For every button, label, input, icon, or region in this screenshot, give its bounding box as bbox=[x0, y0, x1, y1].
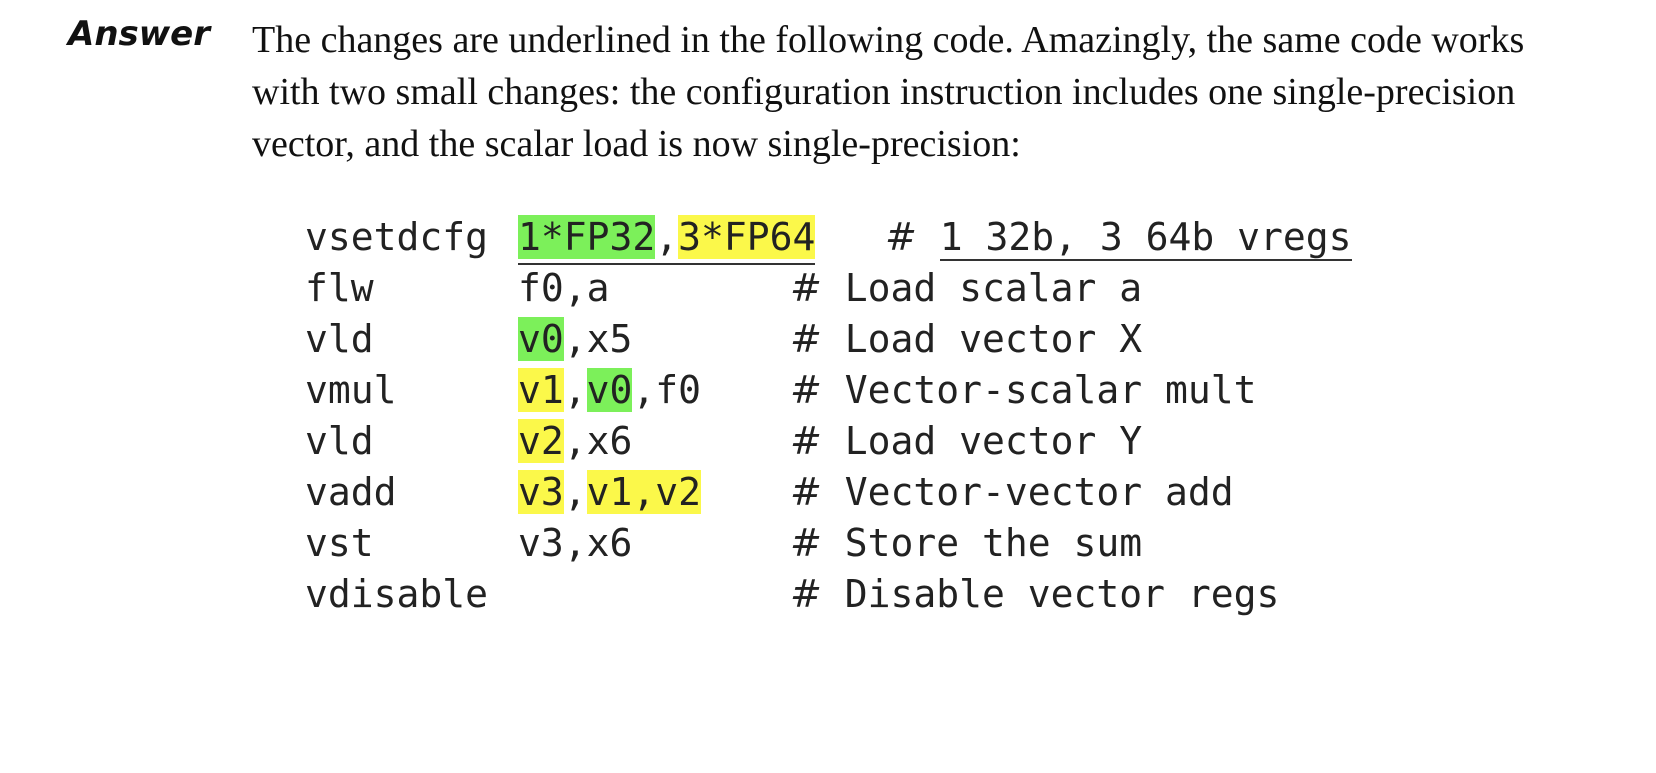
code-line: vsetdcfg 1*FP32,3*FP64 # 1 32b, 3 64b vr… bbox=[305, 212, 1352, 265]
code-arg-highlight: v2 bbox=[518, 419, 564, 463]
code-line: flw f0,a # Load scalar a bbox=[305, 263, 1142, 314]
comment-text: Vector-vector add bbox=[844, 470, 1234, 514]
code-args: v0,x5 bbox=[518, 314, 632, 365]
comment-text: Vector-scalar mult bbox=[844, 368, 1257, 412]
code-arg: ,f0 bbox=[632, 368, 702, 412]
code-opcode: vld bbox=[305, 317, 374, 361]
code-opcode: vmul bbox=[305, 368, 397, 412]
comment-text: Load vector Y bbox=[844, 419, 1143, 463]
code-line: vdisable # Disable vector regs bbox=[305, 569, 1279, 620]
code-arg: f0,a bbox=[518, 266, 610, 310]
code-arg-highlight: 3*FP64 bbox=[678, 215, 816, 259]
answer-paragraph: The changes are underlined in the follow… bbox=[252, 14, 1642, 170]
code-arg-highlight: v0 bbox=[586, 368, 633, 412]
code-block: vsetdcfg 1*FP32,3*FP64 # 1 32b, 3 64b vr… bbox=[305, 212, 1352, 620]
code-arg-highlight: v0 bbox=[518, 317, 564, 361]
code-comment: # Vector-scalar mult bbox=[790, 365, 1257, 416]
code-arg: ,x5 bbox=[563, 317, 633, 361]
comment-hash: # bbox=[790, 317, 822, 361]
code-opcode: vdisable bbox=[305, 572, 489, 616]
code-comment: # 1 32b, 3 64b vregs bbox=[885, 212, 1352, 263]
code-arg: , bbox=[563, 368, 587, 412]
comment-hash: # bbox=[790, 368, 822, 412]
code-line: vmul v1,v0,f0 # Vector-scalar mult bbox=[305, 365, 1257, 416]
code-opcode: vst bbox=[305, 521, 374, 565]
code-comment: # Store the sum bbox=[790, 518, 1142, 569]
code-arg-highlight: v3 bbox=[518, 470, 564, 514]
code-comment: # Disable vector regs bbox=[790, 569, 1279, 620]
code-args: v3,v1,v2 bbox=[518, 467, 702, 518]
code-comment: # Load scalar a bbox=[790, 263, 1142, 314]
comment-hash: # bbox=[790, 572, 822, 616]
code-arg: , bbox=[563, 470, 587, 514]
code-args: 1*FP32,3*FP64 bbox=[518, 212, 816, 265]
comment-hash: # bbox=[790, 470, 822, 514]
code-opcode: vld bbox=[305, 419, 374, 463]
code-arg: ,x6 bbox=[563, 419, 633, 463]
code-comment: # Vector-vector add bbox=[790, 467, 1234, 518]
code-comment: # Load vector X bbox=[790, 314, 1142, 365]
code-args: v3,x6 bbox=[518, 518, 632, 569]
code-args: v1,v0,f0 bbox=[518, 365, 701, 416]
comment-text: Disable vector regs bbox=[844, 572, 1280, 616]
comment-hash: # bbox=[790, 266, 822, 310]
code-comment: # Load vector Y bbox=[790, 416, 1142, 467]
comment-hash: # bbox=[790, 521, 822, 565]
code-opcode: vadd bbox=[305, 470, 397, 514]
answer-line: with two small changes: the configuratio… bbox=[252, 71, 1516, 113]
code-args: f0,a bbox=[518, 263, 610, 314]
comment-text: Store the sum bbox=[844, 521, 1143, 565]
code-opcode: vsetdcfg bbox=[305, 215, 489, 259]
code-arg-highlight: 1*FP32 bbox=[518, 215, 656, 259]
code-arg: , bbox=[655, 215, 679, 259]
code-args: v2,x6 bbox=[518, 416, 632, 467]
code-line: vld v2,x6 # Load vector Y bbox=[305, 416, 1142, 467]
comment-hash: # bbox=[885, 215, 917, 259]
answer-line: The changes are underlined in the follow… bbox=[252, 19, 1525, 61]
code-line: vld v0,x5 # Load vector X bbox=[305, 314, 1142, 365]
code-line: vst v3,x6 # Store the sum bbox=[305, 518, 1142, 569]
answer-label: Answer bbox=[68, 14, 210, 54]
comment-text: Load scalar a bbox=[844, 266, 1143, 310]
comment-text: 1 32b, 3 64b vregs bbox=[939, 215, 1352, 261]
comment-text: Load vector X bbox=[844, 317, 1143, 361]
answer-line: vector, and the scalar load is now singl… bbox=[252, 123, 1021, 165]
code-arg: v3,x6 bbox=[518, 521, 633, 565]
code-line: vadd v3,v1,v2 # Vector-vector add bbox=[305, 467, 1234, 518]
comment-hash: # bbox=[790, 419, 822, 463]
code-arg-highlight: v1,v2 bbox=[586, 470, 702, 514]
code-arg-highlight: v1 bbox=[518, 368, 564, 412]
code-opcode: flw bbox=[305, 266, 374, 310]
